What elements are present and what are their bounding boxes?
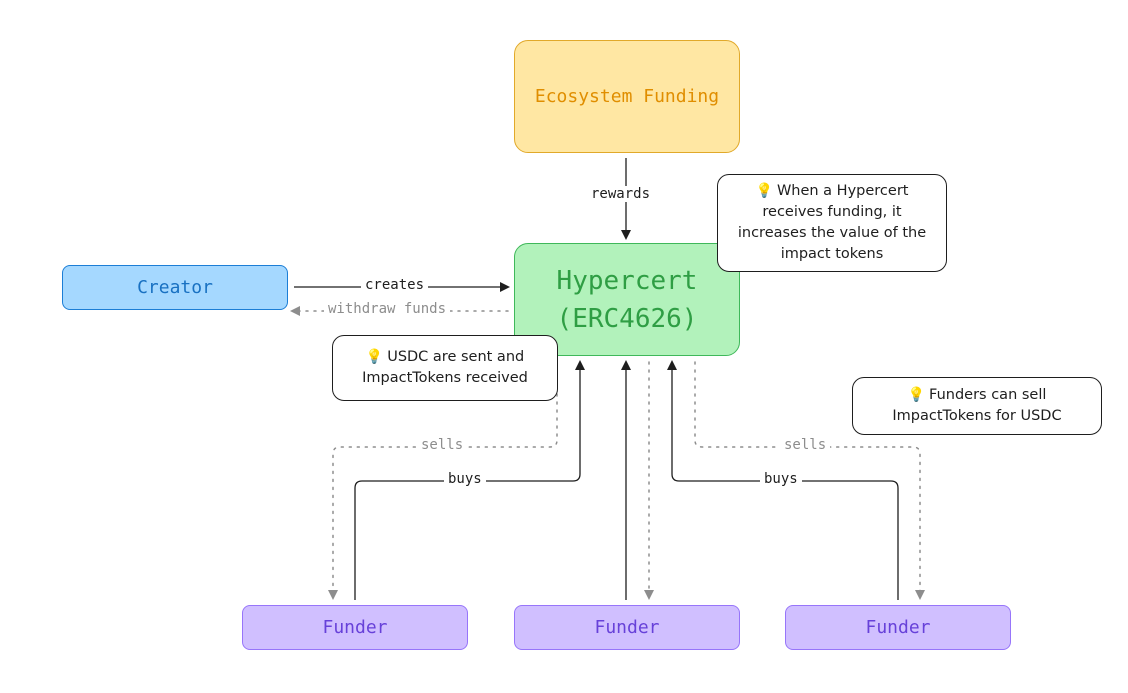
- usdc-note-text: USDC are sent and ImpactTokens received: [362, 349, 528, 386]
- funders-sell-note: 💡Funders can sell ImpactTokens for USDC: [852, 377, 1102, 435]
- buys-right-label: buys: [760, 471, 802, 487]
- lightbulb-icon: 💡: [907, 387, 926, 403]
- hypercert-subtitle: (ERC4626): [556, 303, 698, 334]
- withdraw-funds-label: withdraw funds: [324, 301, 451, 317]
- hypercert-title: Hypercert: [556, 265, 698, 296]
- lightbulb-icon: 💡: [755, 183, 773, 199]
- ecosystem-funding-label: Ecosystem Funding: [534, 86, 720, 107]
- funder-label: Funder: [322, 617, 388, 638]
- buys-left-label: buys: [444, 471, 486, 487]
- creator-node[interactable]: Creator: [62, 265, 288, 310]
- rewards-label: rewards: [587, 186, 655, 202]
- usdc-note: 💡USDC are sent and ImpactTokens received: [332, 335, 558, 401]
- lightbulb-icon: 💡: [365, 349, 384, 365]
- sells-left-label: sells: [417, 437, 468, 453]
- funder-node-right[interactable]: Funder: [785, 605, 1011, 650]
- hypercert-funding-note-text: When a Hypercert receives funding, it in…: [737, 183, 927, 262]
- funders-sell-note-text: Funders can sell ImpactTokens for USDC: [892, 387, 1062, 424]
- creator-label: Creator: [137, 277, 213, 298]
- hypercert-node[interactable]: Hypercert (ERC4626): [514, 243, 740, 356]
- ecosystem-funding-node[interactable]: Ecosystem Funding: [514, 40, 740, 153]
- funder-label: Funder: [594, 617, 660, 638]
- hypercert-funding-note: 💡When a Hypercert receives funding, it i…: [717, 174, 947, 272]
- funder-label: Funder: [865, 617, 931, 638]
- funder-node-left[interactable]: Funder: [242, 605, 468, 650]
- funder-node-middle[interactable]: Funder: [514, 605, 740, 650]
- sells-right-label: sells: [780, 437, 831, 453]
- creates-label: creates: [361, 277, 429, 293]
